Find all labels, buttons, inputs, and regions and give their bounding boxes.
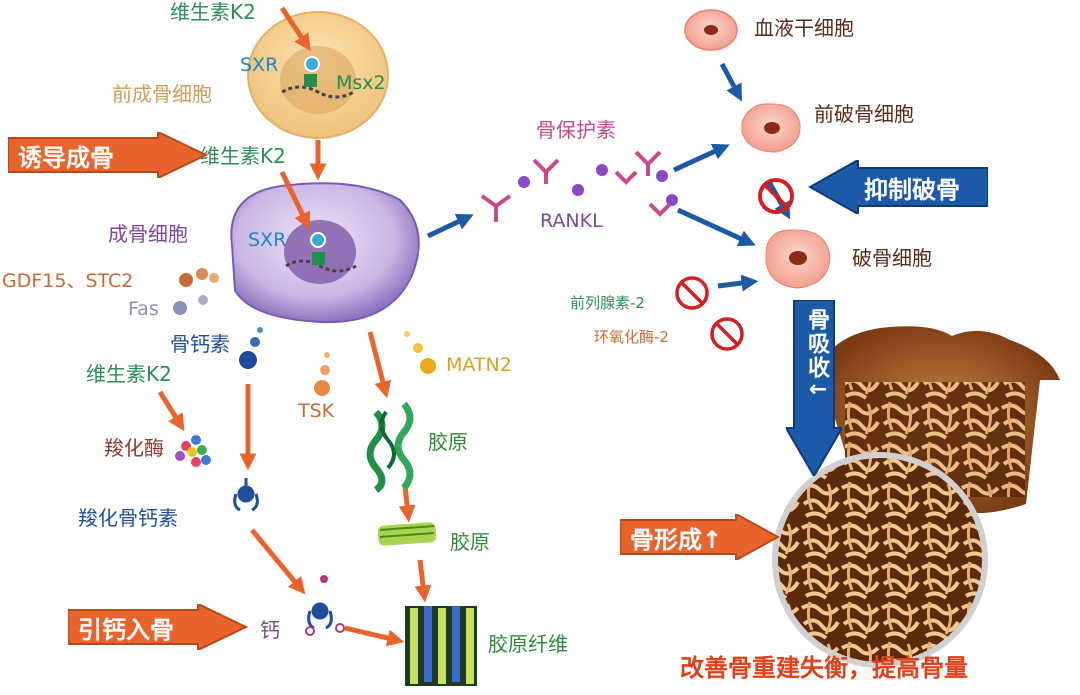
label-osteoblast: 成骨细胞 bbox=[108, 222, 188, 246]
collagen-helix-icon bbox=[366, 401, 414, 493]
label-gdf-stc: GDF15、STC2 bbox=[2, 270, 134, 292]
label-collagen-2: 胶原 bbox=[450, 530, 490, 554]
label-vk2-low: 维生素K2 bbox=[86, 362, 172, 386]
calcium-binding-icon bbox=[307, 602, 333, 630]
label-matn2: MATN2 bbox=[446, 354, 512, 376]
label-sxr-top: SXR bbox=[240, 54, 279, 76]
collagen-fiber-icon bbox=[405, 606, 477, 686]
collagen-bundle-icon bbox=[377, 522, 437, 546]
badge-calcium-in: 引钙入骨 bbox=[68, 604, 248, 650]
badge-formation: 骨形成↑ bbox=[620, 514, 780, 560]
label-carboxylase: 羧化酶 bbox=[104, 436, 164, 460]
label-collagen-1: 胶原 bbox=[428, 430, 468, 454]
label-vk2-top: 维生素K2 bbox=[170, 0, 256, 24]
label-collagen-fiber: 胶原纤维 bbox=[488, 632, 568, 656]
bottom-title: 改善骨重建失衡，提高骨量 bbox=[680, 654, 968, 682]
inhibit-cox2-icon bbox=[710, 317, 744, 351]
inhibit-sign-icon bbox=[758, 178, 794, 214]
label-cox2: 环氧化酶-2 bbox=[594, 328, 669, 346]
label-pre-osteoblast: 前成骨细胞 bbox=[112, 82, 212, 106]
label-pre-osteoclast: 前破骨细胞 bbox=[814, 102, 914, 126]
label-sxr-mid: SXR bbox=[248, 229, 287, 251]
label-msx2: Msx2 bbox=[336, 72, 386, 94]
label-osteoclast: 破骨细胞 bbox=[852, 246, 932, 270]
label-pge2: 前列腺素-2 bbox=[570, 294, 645, 312]
label-vk2-mid: 维生素K2 bbox=[200, 144, 286, 168]
label-fas: Fas bbox=[128, 298, 159, 320]
label-osteocalcin: 骨钙素 bbox=[170, 332, 230, 356]
opg-rankl-molecules bbox=[480, 150, 678, 222]
carboxylase-icon bbox=[175, 435, 211, 467]
badge-inhibit: 抑制破骨 bbox=[808, 160, 988, 214]
label-tsk: TSK bbox=[298, 400, 335, 422]
label-opg: 骨保护素 bbox=[536, 118, 616, 142]
bone-section-image bbox=[772, 326, 1060, 668]
inhibit-pge2-icon bbox=[675, 276, 709, 310]
label-rankl: RANKL bbox=[540, 210, 603, 232]
carboxy-osteocalcin-icon bbox=[233, 478, 259, 512]
badge-resorption: 骨吸收↓ bbox=[786, 300, 842, 476]
badge-induce: 诱导成骨 bbox=[8, 132, 208, 178]
label-carboxy-osteocalcin: 羧化骨钙素 bbox=[78, 506, 178, 530]
label-calcium: 钙 bbox=[260, 618, 280, 642]
label-hsc: 血液干细胞 bbox=[754, 16, 854, 40]
